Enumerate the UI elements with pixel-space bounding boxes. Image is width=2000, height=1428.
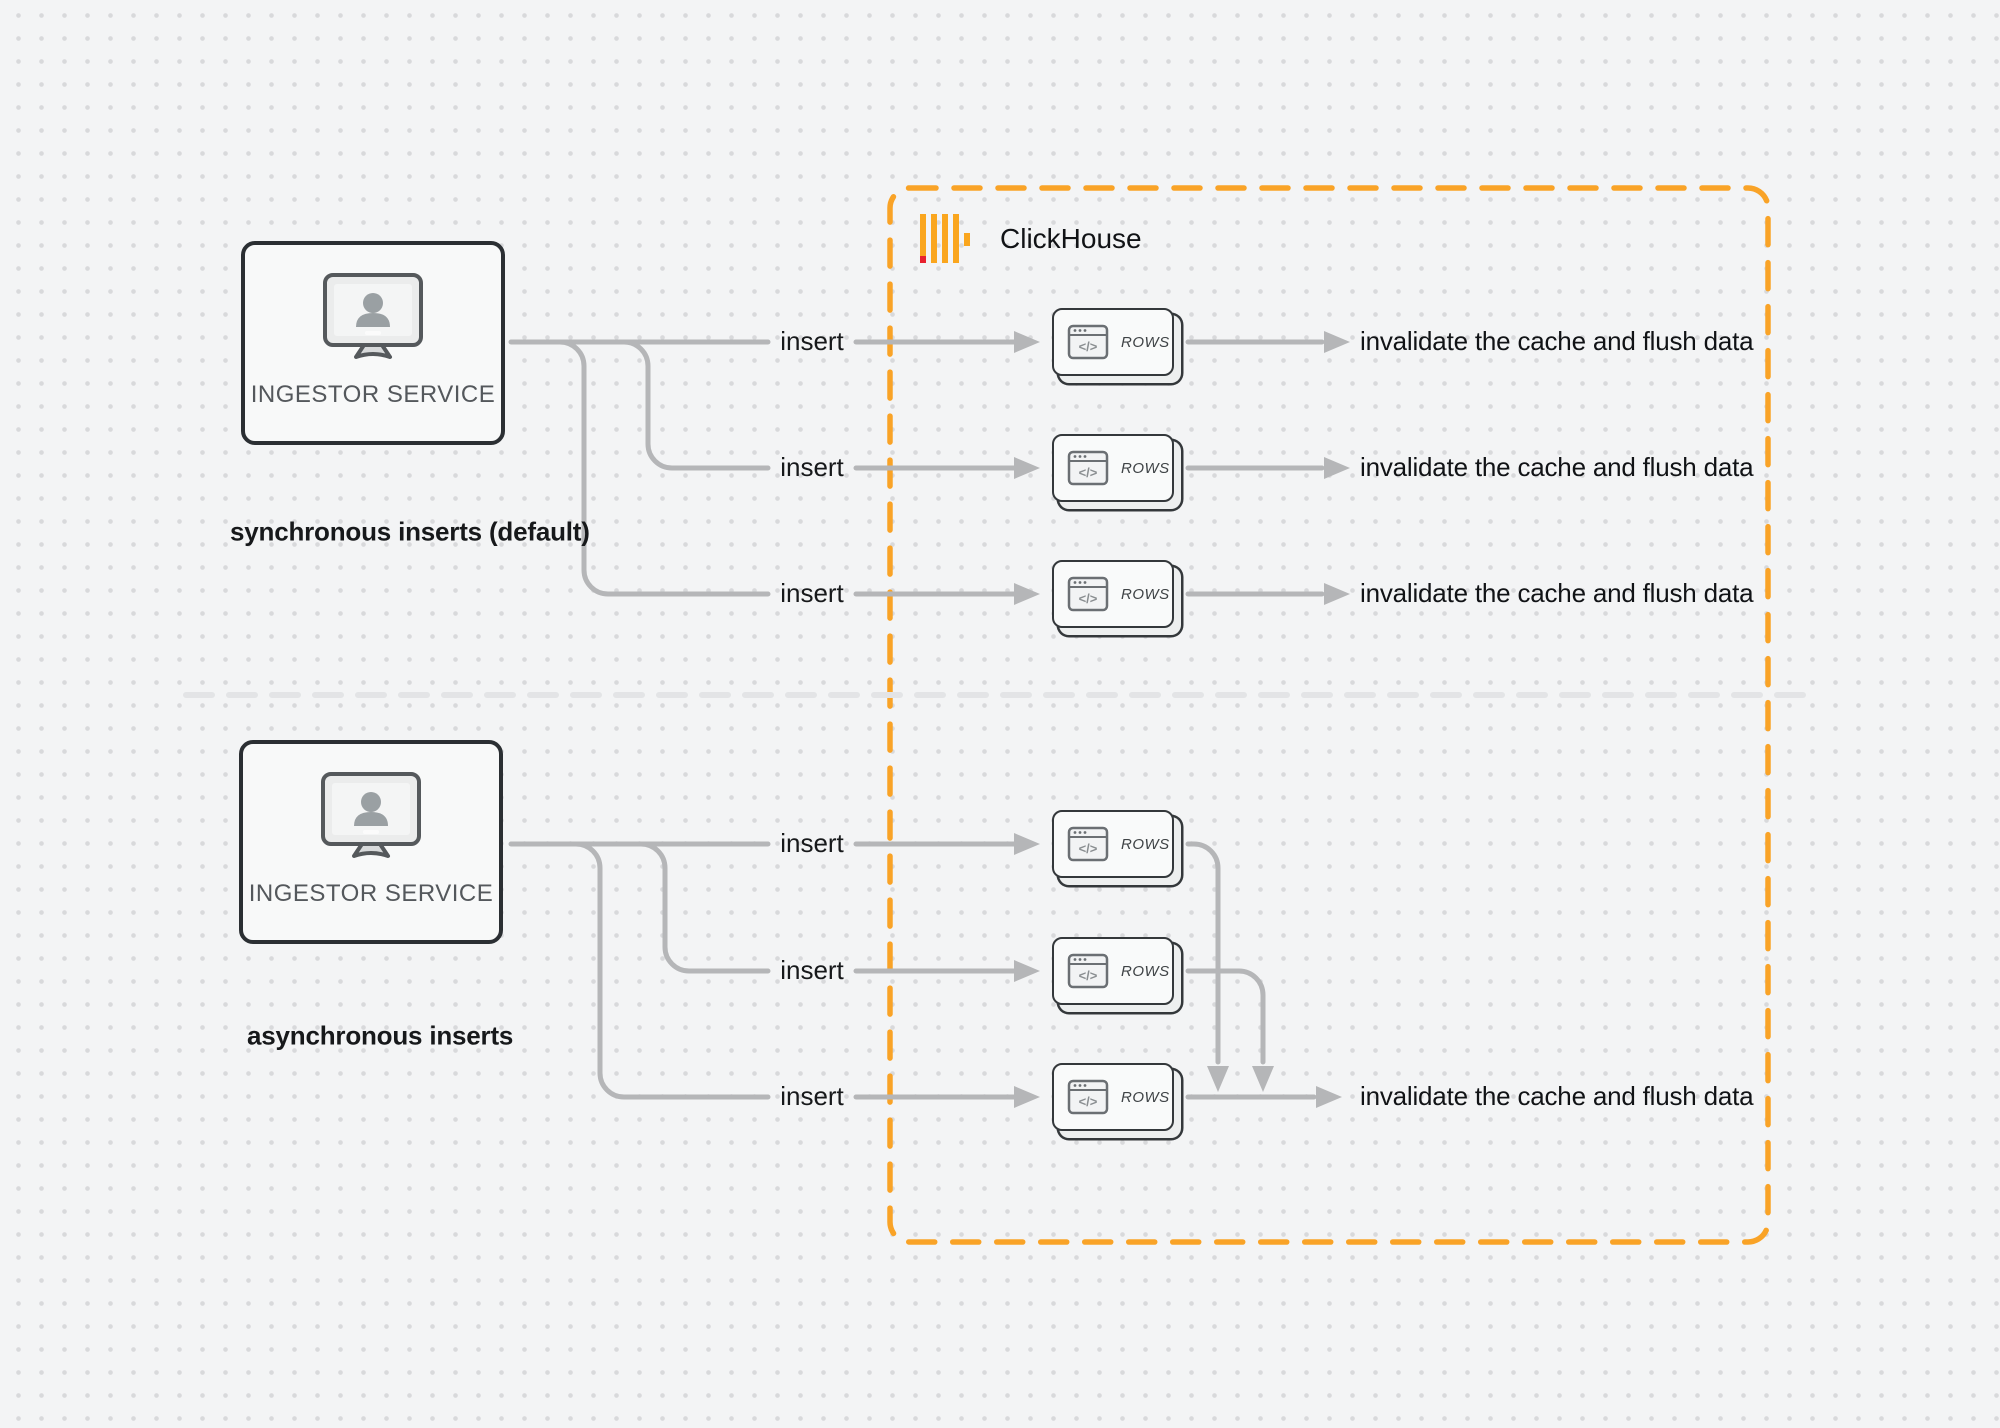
rows-node-sync-1: </> ROWS (1052, 308, 1174, 376)
sync-connectors (508, 331, 1350, 605)
svg-text:</>: </> (1079, 465, 1098, 480)
service-label: INGESTOR SERVICE (250, 381, 496, 408)
svg-text:</>: </> (1079, 591, 1098, 606)
insert-label: insert (780, 451, 844, 482)
rows-label: ROWS (1121, 962, 1170, 980)
rows-label: ROWS (1121, 333, 1170, 351)
insert-label: insert (780, 325, 844, 356)
svg-text:</>: </> (1079, 339, 1098, 354)
code-window-icon: </> (1067, 826, 1109, 862)
monitor-user-icon (323, 273, 423, 359)
rows-label: ROWS (1121, 835, 1170, 853)
insert-label: insert (780, 1080, 844, 1111)
service-label: INGESTOR SERVICE (248, 880, 494, 907)
async-caption: asynchronous inserts (247, 1020, 514, 1051)
rows-node-async-2: </> ROWS (1052, 937, 1174, 1005)
code-window-icon: </> (1067, 324, 1109, 360)
clickhouse-header: ClickHouse (918, 213, 1142, 265)
sync-caption: synchronous inserts (default) (230, 516, 590, 547)
insert-label: insert (780, 827, 844, 858)
svg-text:</>: </> (1079, 968, 1098, 983)
clickhouse-dashed-border (887, 185, 1771, 1245)
result-label: invalidate the cache and flush data (1360, 577, 1754, 608)
rows-node-sync-2: </> ROWS (1052, 434, 1174, 502)
code-window-icon: </> (1067, 450, 1109, 486)
clickhouse-name: ClickHouse (1000, 223, 1142, 254)
rows-node-async-1: </> ROWS (1052, 810, 1174, 878)
ingestor-service-async: INGESTOR SERVICE (239, 740, 503, 944)
ingestor-service-sync: INGESTOR SERVICE (241, 241, 505, 445)
code-window-icon: </> (1067, 1079, 1109, 1115)
result-label: invalidate the cache and flush data (1360, 325, 1754, 356)
async-connectors (508, 833, 1342, 1108)
svg-text:</>: </> (1079, 841, 1098, 856)
monitor-user-icon (321, 772, 421, 858)
rows-label: ROWS (1121, 459, 1170, 477)
svg-text:</>: </> (1079, 1094, 1098, 1109)
result-label: invalidate the cache and flush data (1360, 1080, 1754, 1111)
rows-node-sync-3: </> ROWS (1052, 560, 1174, 628)
code-window-icon: </> (1067, 953, 1109, 989)
rows-label: ROWS (1121, 1088, 1170, 1106)
rows-node-async-3: </> ROWS (1052, 1063, 1174, 1131)
code-window-icon: </> (1067, 576, 1109, 612)
clickhouse-logo-icon (920, 214, 970, 263)
result-label: invalidate the cache and flush data (1360, 451, 1754, 482)
insert-label: insert (780, 577, 844, 608)
insert-label: insert (780, 954, 844, 985)
rows-label: ROWS (1121, 585, 1170, 603)
